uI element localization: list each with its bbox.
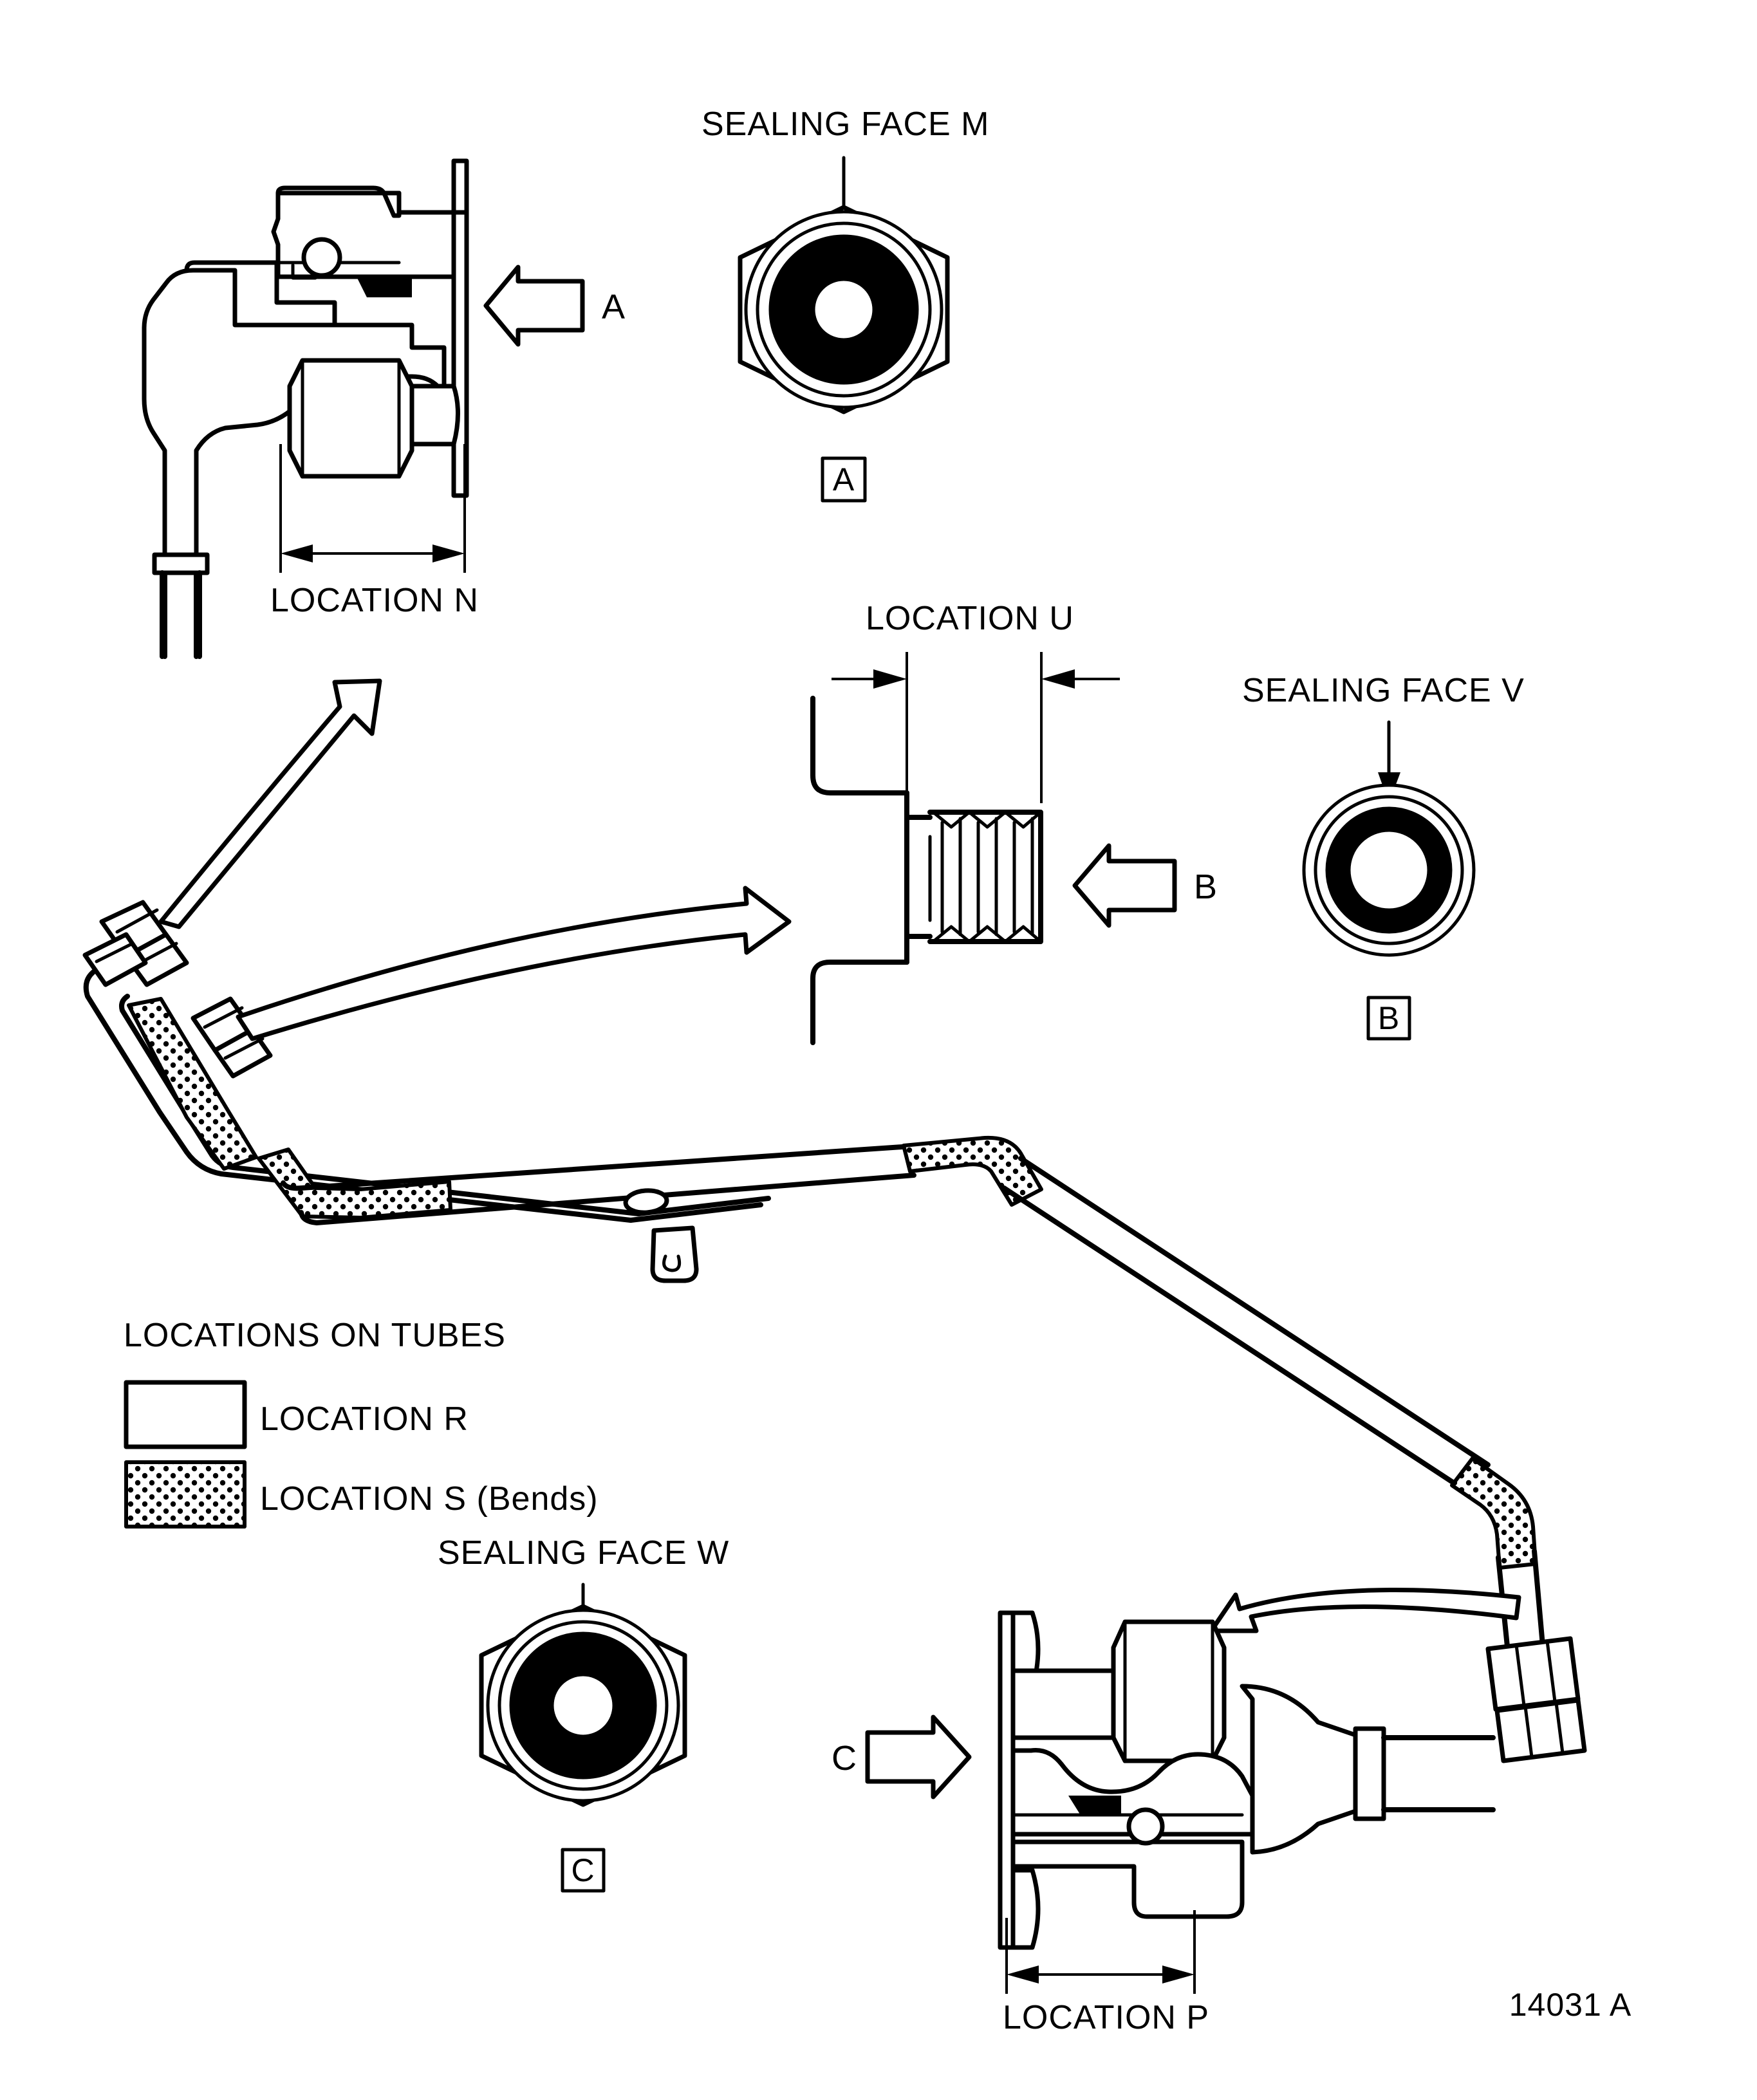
dimension-location-u <box>832 652 1120 803</box>
svg-text:B: B <box>1378 1000 1400 1036</box>
legend-item-location-s: LOCATION S (Bends) <box>124 1460 599 1529</box>
legend-item-location-r-label: LOCATION R <box>260 1400 469 1438</box>
location-p-label: LOCATION P <box>1003 1999 1209 2036</box>
svg-text:C: C <box>571 1852 595 1888</box>
threaded-fitting-b <box>810 696 1043 1045</box>
tube-end-fitting-a <box>82 900 189 987</box>
sealing-face-w-label: SEALING FACE W <box>438 1534 729 1572</box>
location-u-label: LOCATION U <box>866 600 1074 637</box>
figure-number: 14031 A <box>1509 1987 1632 2023</box>
detail-a-assembly <box>142 158 469 659</box>
ring-b-endview <box>1302 783 1476 957</box>
view-arrow-a-letter: A <box>602 288 626 326</box>
hex-nut-c-endview <box>479 1604 687 1807</box>
view-arrow-b <box>1072 843 1177 928</box>
view-arrow-a <box>483 265 585 347</box>
boxed-letter-b: B <box>1366 996 1411 1041</box>
detail-c-assembly <box>998 1610 1496 1950</box>
sealing-face-m-label: SEALING FACE M <box>702 106 989 143</box>
view-arrow-c <box>865 1714 972 1799</box>
callout-arrow-to-detail-c <box>1209 1587 1521 1633</box>
svg-text:A: A <box>833 461 855 497</box>
legend-title: LOCATIONS ON TUBES <box>124 1317 506 1354</box>
tube-end-fitting-b <box>191 996 273 1079</box>
legend-item-location-r: LOCATION R <box>124 1380 469 1449</box>
view-arrow-b-letter: B <box>1194 868 1218 906</box>
tube-end-fitting-c <box>1485 1636 1587 1763</box>
sealing-face-v-label: SEALING FACE V <box>1242 672 1525 709</box>
tube-clip <box>623 1188 699 1283</box>
callout-arrow-to-detail-a <box>158 678 382 929</box>
location-n-label: LOCATION N <box>270 582 479 619</box>
dimension-location-n <box>279 444 466 573</box>
view-arrow-c-letter: C <box>832 1739 857 1778</box>
boxed-letter-a: A <box>821 456 867 503</box>
dimension-location-p <box>1005 1910 1196 1994</box>
boxed-letter-c: C <box>561 1848 606 1893</box>
legend-item-location-s-label: LOCATION S (Bends) <box>260 1480 599 1518</box>
callout-arrow-to-detail-b <box>236 886 792 1041</box>
tube-assembly <box>82 900 1587 1763</box>
hex-nut-a-endview <box>738 205 950 414</box>
